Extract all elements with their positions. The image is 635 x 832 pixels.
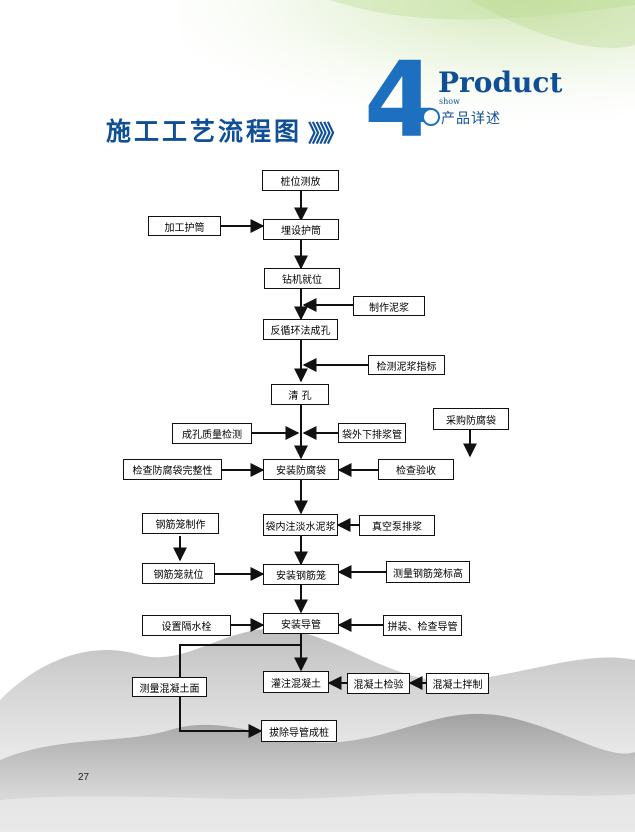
node-jianchayanshou: 检查验收 [378, 459, 454, 480]
node-guanzhuhunningtu: 灌注混凝土 [263, 671, 329, 693]
node-hunningtubanzhi: 混凝土拌制 [426, 673, 489, 694]
node-gangjinlongzhizuo: 钢筋笼制作 [142, 513, 219, 534]
ring-icon [422, 108, 440, 126]
node-hunningtujianyan: 混凝土检验 [347, 673, 410, 694]
node-celianghunningtu: 测量混凝土面 [132, 677, 207, 697]
node-anzhuangfangfudai: 安装防腐袋 [263, 459, 339, 480]
node-bachudaoguan: 拔除导管成桩 [261, 720, 337, 742]
page-number: 27 [78, 772, 90, 783]
node-jianchafangfudai: 检查防腐袋完整性 [123, 459, 222, 480]
node-jiagonghutong: 加工护筒 [148, 216, 221, 236]
page-title: 施工工艺流程图 [106, 117, 303, 146]
node-zhizuonijiang: 制作泥浆 [353, 296, 425, 316]
node-daiwaixiapai: 袋外下排浆管 [338, 423, 406, 443]
leaf-shape [330, 0, 635, 20]
product-label: Product [438, 66, 563, 99]
node-anzhuanggangjinlong: 安装钢筋笼 [263, 564, 339, 585]
leaf-glow [180, 0, 635, 150]
node-pinzhuangjiancha: 拼装、检查导管 [383, 615, 462, 636]
node-zuanjijiuwei: 钻机就位 [264, 268, 340, 289]
product-cn-label: 产品详述 [441, 111, 501, 127]
node-gangjinlongjiuwei: 钢筋笼就位 [142, 563, 215, 584]
node-jiancenijiang: 检测泥浆指标 [368, 355, 445, 375]
node-celianggangjinlong: 测量钢筋笼标高 [386, 561, 470, 583]
node-zhenkongbeng: 真空泵排浆 [359, 515, 435, 536]
mountain-mist [0, 793, 635, 832]
loop-measure-bottom [179, 697, 263, 738]
node-chengkongzhiliang: 成孔质量检测 [172, 423, 252, 444]
node-caigoufangfudai: 采购防腐袋 [433, 408, 509, 430]
node-qingkong: 清 孔 [271, 384, 329, 405]
show-label: show [439, 97, 460, 106]
node-anzhuangdaoguan: 安装导管 [263, 613, 339, 634]
node-maishehutong: 埋设护筒 [263, 219, 339, 240]
node-shezhigeshuishuan: 设置隔水栓 [142, 615, 231, 636]
leaf-shape-2 [470, 0, 635, 48]
chevron-arrows-icon: 》》》 [308, 121, 346, 147]
node-daineizhu: 袋内注淡水泥浆 [263, 514, 338, 536]
loop-measure-top [179, 644, 301, 677]
node-fanxunhuan: 反循环法成孔 [263, 319, 338, 340]
section-number: 4 [364, 39, 437, 161]
node-zhuangweicefang: 桩位测放 [262, 170, 339, 191]
